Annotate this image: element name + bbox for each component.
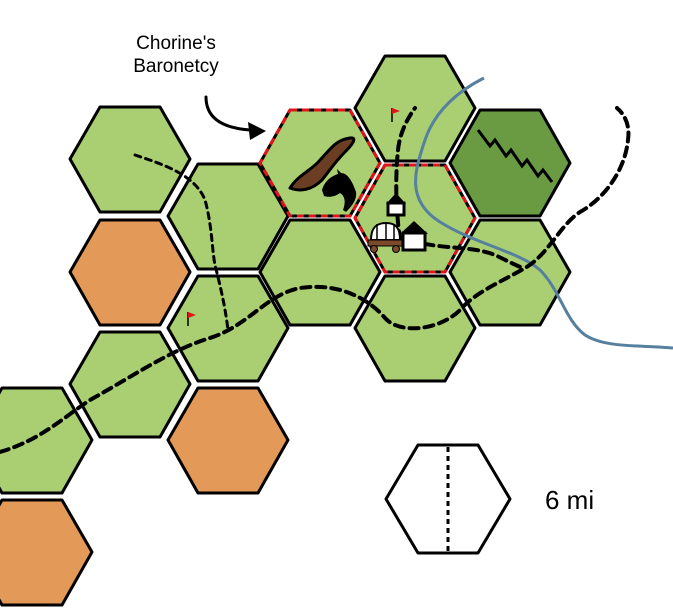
flag-icon xyxy=(391,108,400,122)
hex-plains-2 xyxy=(166,162,290,271)
wagon-icon xyxy=(367,221,403,253)
hex-hills-1 xyxy=(68,218,192,327)
house-icon xyxy=(386,193,406,217)
hex-hills-2 xyxy=(166,386,290,495)
callout-line-1: Chorine's xyxy=(136,33,216,54)
callout-arrow xyxy=(204,95,266,140)
hex-plains-1 xyxy=(68,105,192,214)
horse-icon xyxy=(322,169,357,212)
hex-forest xyxy=(448,108,572,218)
hex-plains-9 xyxy=(448,218,572,327)
flag-icon xyxy=(187,312,196,326)
hex-plains-6 xyxy=(258,218,382,327)
rough-terrain-icon xyxy=(476,129,554,183)
hex-plains-4 xyxy=(68,330,192,439)
hex-plains-5 xyxy=(0,386,94,495)
baronetcy-border xyxy=(258,108,477,274)
callout-line-2: Baronetcy xyxy=(133,56,219,77)
hex-hills-3 xyxy=(0,498,94,607)
scale-legend: 6 mi xyxy=(384,443,594,555)
mountain-ridge xyxy=(288,136,356,192)
baronetcy-callout: Chorine's Baronetcy xyxy=(133,33,219,77)
house-icon xyxy=(400,221,428,252)
scale-hex xyxy=(384,443,512,555)
river xyxy=(414,76,673,350)
scale-label: 6 mi xyxy=(545,485,594,515)
